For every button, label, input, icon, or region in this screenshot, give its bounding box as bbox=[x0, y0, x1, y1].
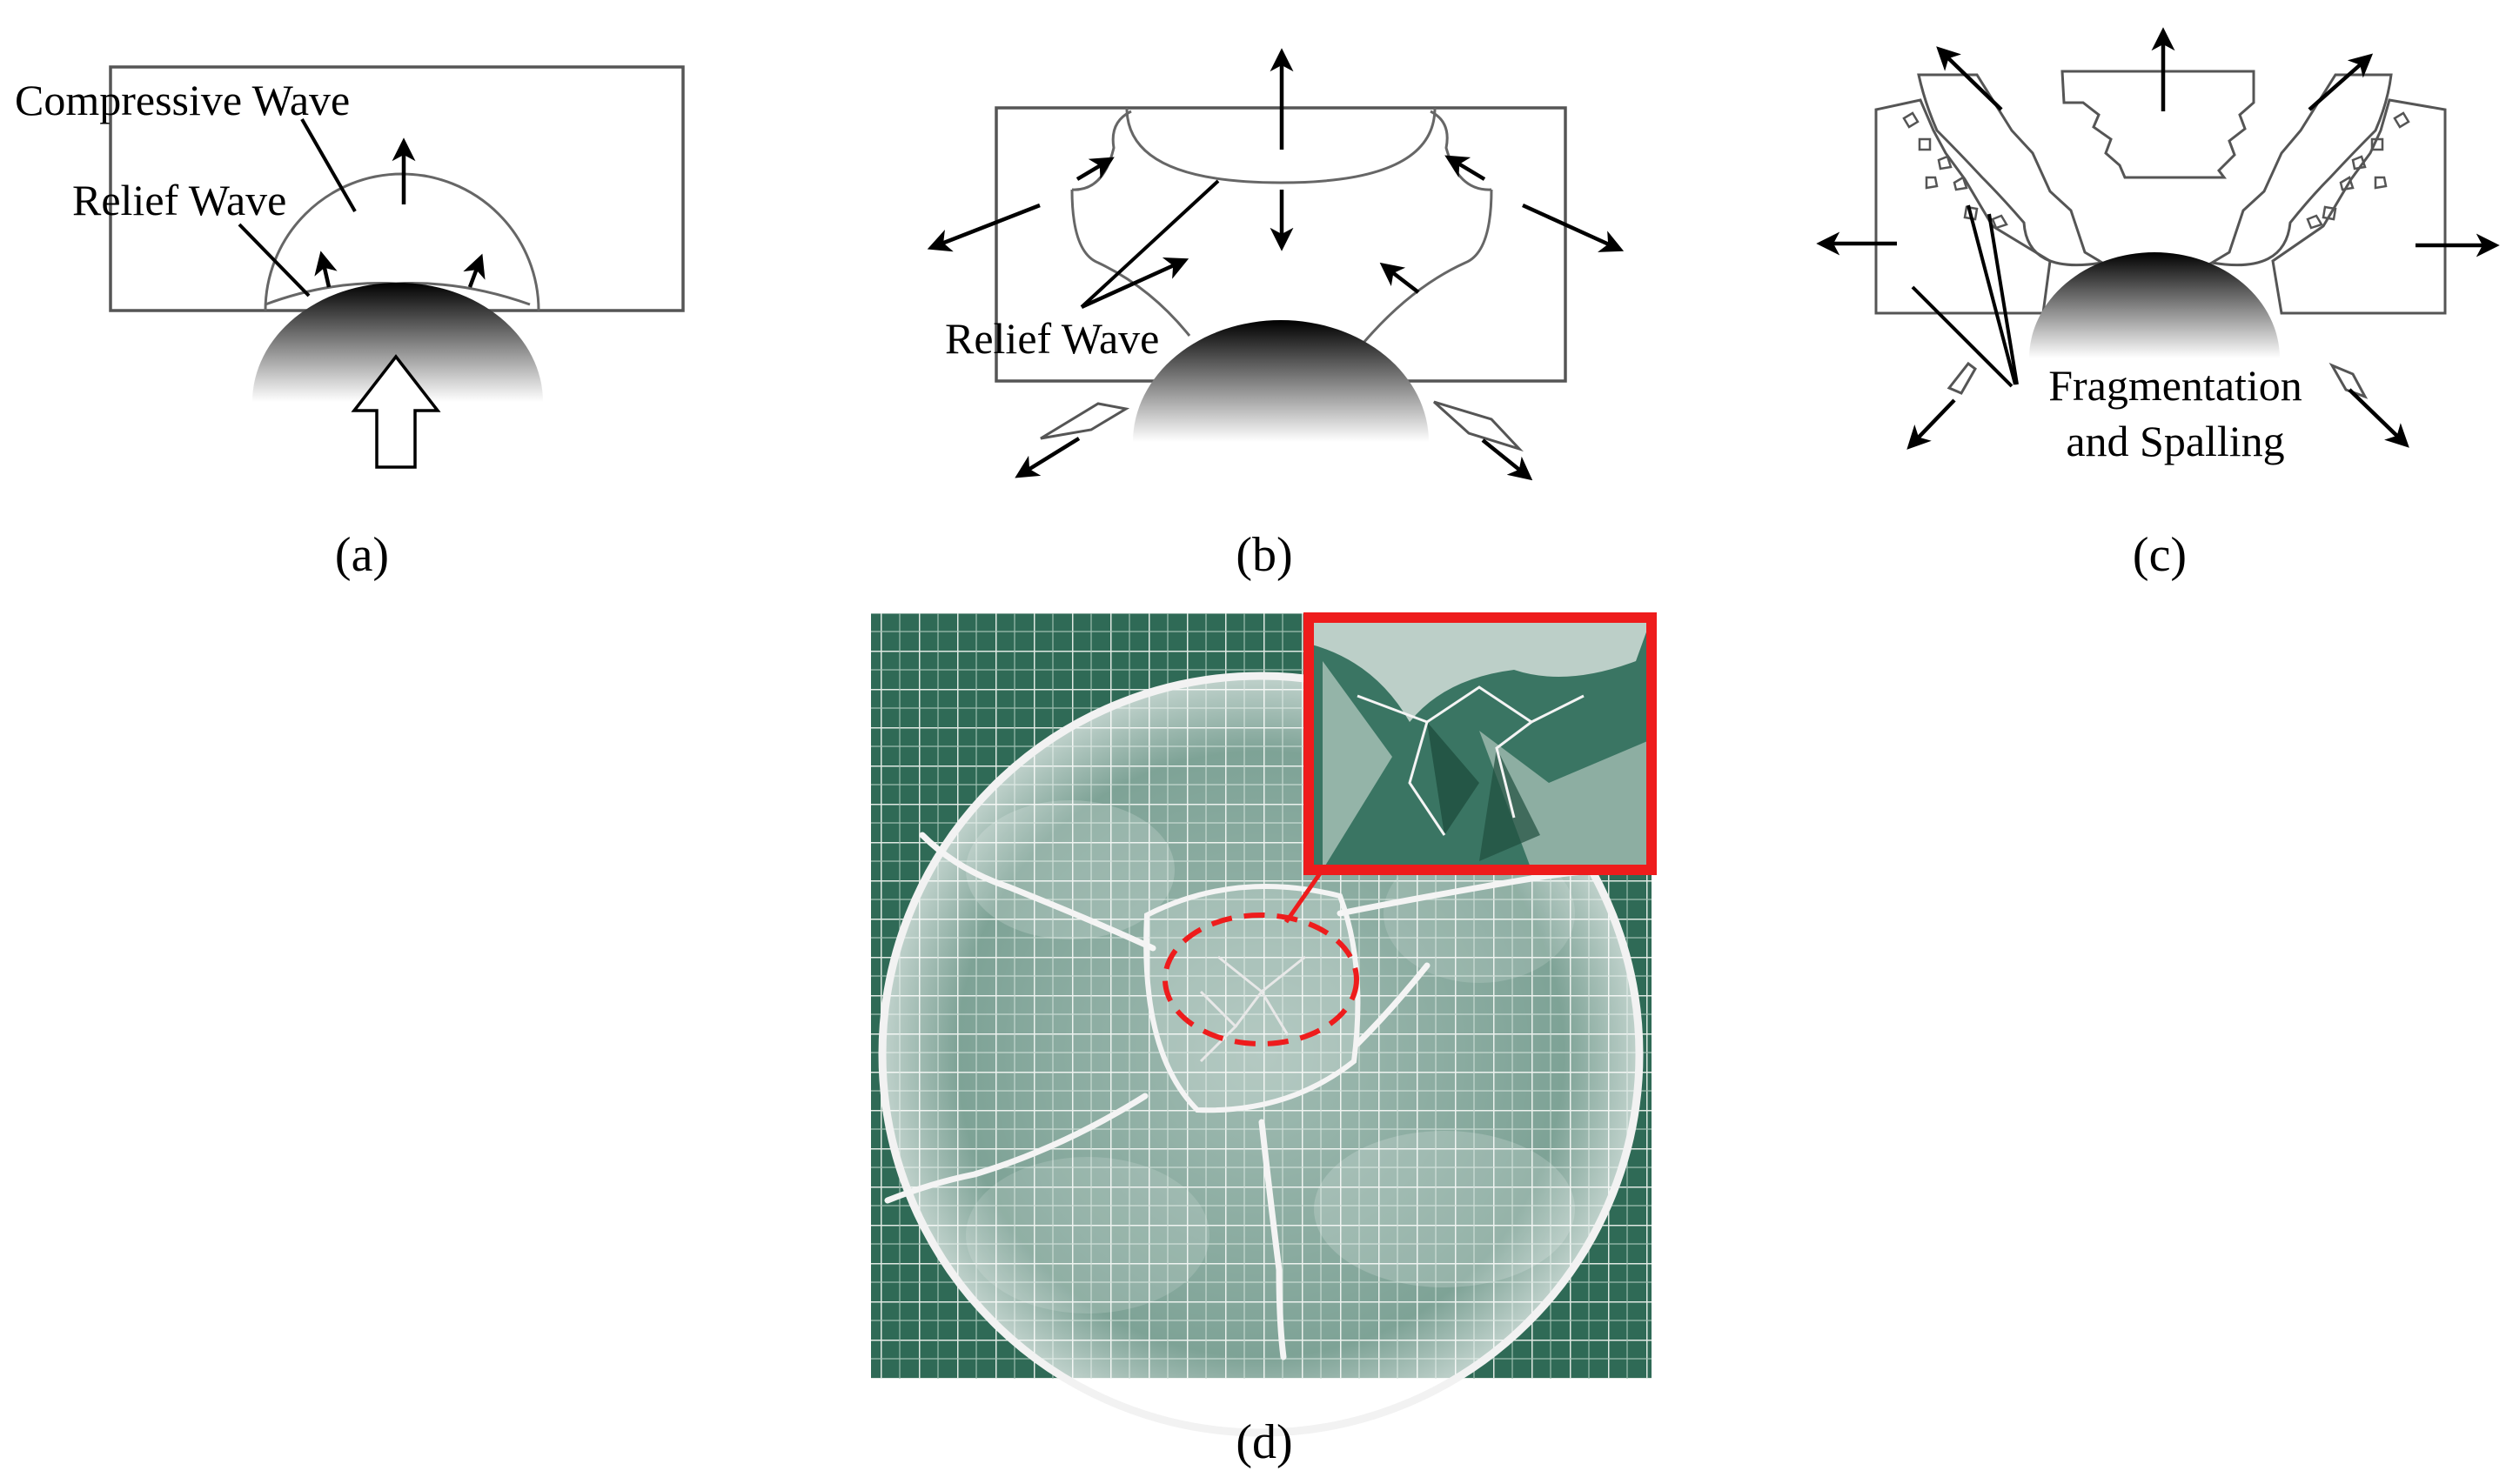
outward-arrow-bottom-right bbox=[2348, 388, 2409, 448]
outward-arrow-upper-left bbox=[1936, 46, 2003, 111]
zoom-inset bbox=[1303, 612, 1657, 875]
fragment-left-wedge bbox=[1917, 73, 2107, 267]
spall-fragment-right bbox=[1432, 400, 1524, 452]
caption-c: (c) bbox=[2133, 528, 2187, 582]
fragmentation-leader-2 bbox=[1967, 204, 2017, 385]
projectile bbox=[1133, 320, 1429, 442]
caption-a: (a) bbox=[335, 528, 389, 582]
right-relief-wave-lower bbox=[1362, 189, 1493, 344]
panel-a: Compressive Wave Relief Wave (a) bbox=[15, 65, 685, 582]
compressive-wave-label: Compressive Wave bbox=[15, 76, 350, 124]
impact-direction-arrow bbox=[351, 354, 441, 469]
outward-arrow-upper-right bbox=[2308, 53, 2374, 111]
fragment-right-wedge bbox=[2208, 73, 2393, 267]
relief-leader-2 bbox=[1081, 257, 1189, 310]
relief-leader-1 bbox=[1080, 179, 1220, 309]
left-relief-wave bbox=[1071, 110, 1132, 191]
fragment-center bbox=[2060, 70, 2255, 179]
right-relief-wave bbox=[1430, 110, 1492, 191]
fragmentation-leader-1 bbox=[1911, 285, 2014, 388]
fragmentation-leader-3 bbox=[1987, 213, 2019, 385]
wave-arrow-inner-right bbox=[1379, 262, 1420, 294]
relief-wave-label: Relief Wave bbox=[72, 176, 286, 224]
outward-arrow-bottom-right bbox=[1481, 438, 1533, 481]
wave-arrow-right bbox=[463, 253, 486, 288]
left-relief-wave-lower bbox=[1070, 189, 1191, 337]
outward-arrow-bottom-left bbox=[1906, 398, 1956, 450]
wave-arrow-upper-right bbox=[1444, 155, 1486, 181]
panel-b: Relief Wave (b) bbox=[927, 48, 1625, 582]
top-relief-wave bbox=[1125, 107, 1437, 184]
plate-outline-left bbox=[1874, 98, 2052, 315]
crater-fragments bbox=[1199, 955, 1306, 1063]
fragmentation-label-line2: and Spalling bbox=[2066, 417, 2284, 465]
spall-fragment-left bbox=[1040, 402, 1130, 440]
caption-d: (d) bbox=[1236, 1415, 1292, 1469]
relief-leader bbox=[238, 223, 311, 297]
outward-arrow-left bbox=[927, 203, 1041, 252]
fragmentation-label-line1: Fragmentation bbox=[2048, 361, 2302, 410]
panel-c: Fragmentation and Spalling (c) bbox=[1816, 27, 2500, 582]
compressive-leader bbox=[300, 118, 357, 212]
caption-b: (b) bbox=[1236, 528, 1292, 582]
wave-arrow-upper-left bbox=[1075, 157, 1115, 181]
spall-fragment-left bbox=[1947, 361, 1977, 395]
outward-arrow-right bbox=[1522, 203, 1625, 252]
debris-right bbox=[2306, 111, 2410, 230]
plate-outline-right bbox=[2271, 98, 2447, 315]
crater-ring bbox=[1143, 884, 1361, 1113]
outward-arrow-bottom-left bbox=[1015, 437, 1081, 478]
debris-left bbox=[1902, 111, 2008, 230]
impact-zone-highlight bbox=[1163, 912, 1359, 1046]
projectile bbox=[2029, 252, 2280, 358]
relief-wave-label: Relief Wave bbox=[945, 314, 1159, 363]
spall-fragment-right bbox=[2328, 362, 2369, 399]
wave-arrow-left bbox=[314, 251, 338, 288]
projectile bbox=[252, 283, 543, 402]
panel-d: (d) bbox=[871, 612, 1657, 1469]
